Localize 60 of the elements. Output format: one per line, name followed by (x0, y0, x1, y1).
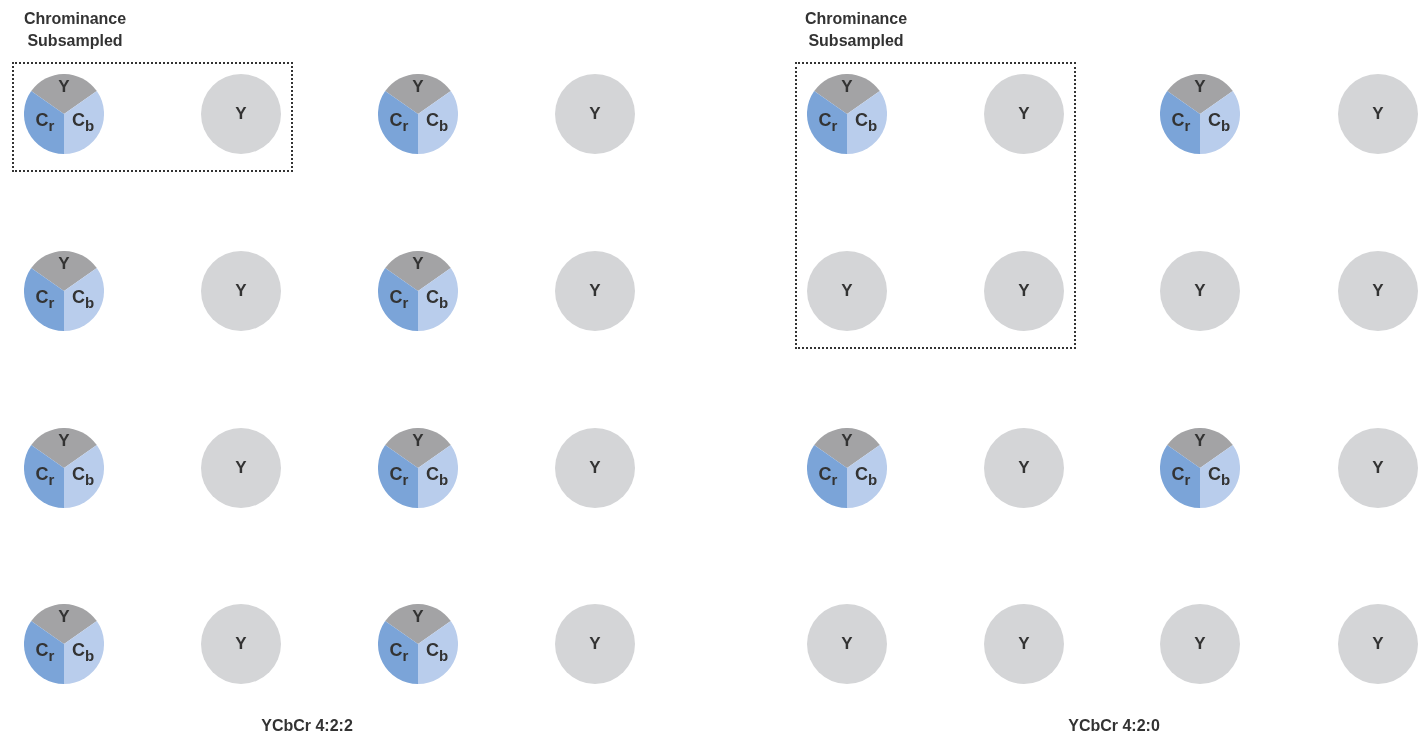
component-label: C$_{b}$ (1207, 465, 1231, 489)
component-label: Y (1372, 105, 1384, 123)
component-label: Y (235, 282, 247, 300)
component-label: Y (412, 78, 424, 96)
component-label: Y (412, 608, 424, 626)
component-label: Y (58, 608, 70, 626)
component-label: Y (1194, 635, 1206, 653)
component-label: C$_{r}$ (35, 288, 55, 312)
component-label: C$_{b}$ (425, 288, 449, 312)
component-label: Y (589, 105, 601, 123)
component-label: Y (841, 78, 853, 96)
component-label: Y (412, 432, 424, 450)
component-label: Y (589, 459, 601, 477)
component-label: C$_{b}$ (425, 111, 449, 135)
component-label: Y (58, 255, 70, 273)
frame-heading: Chrominance Subsampled (22, 9, 128, 51)
component-label: Y (841, 635, 853, 653)
component-label: C$_{r}$ (35, 641, 55, 665)
component-label: Y (1194, 282, 1206, 300)
component-label: C$_{b}$ (71, 288, 95, 312)
panel-caption: YCbCr 4:2:2 (261, 717, 353, 735)
component-label: Y (412, 255, 424, 273)
component-label: Y (589, 635, 601, 653)
component-label: Y (1372, 635, 1384, 653)
component-label: Y (1018, 459, 1030, 477)
component-label: C$_{r}$ (389, 641, 409, 665)
component-label: C$_{r}$ (389, 288, 409, 312)
component-label: C$_{r}$ (35, 465, 55, 489)
component-label: Y (1018, 282, 1030, 300)
component-label: C$_{b}$ (71, 641, 95, 665)
component-label: C$_{r}$ (1171, 111, 1191, 135)
component-label: Y (235, 105, 247, 123)
component-label: C$_{r}$ (389, 465, 409, 489)
component-label: Y (1018, 635, 1030, 653)
component-label: Y (1194, 432, 1206, 450)
panel-caption: YCbCr 4:2:0 (1068, 717, 1160, 735)
component-label: C$_{r}$ (818, 111, 838, 135)
component-label: C$_{b}$ (425, 465, 449, 489)
frame-heading: Chrominance Subsampled (803, 9, 909, 51)
component-label: Y (235, 635, 247, 653)
component-label: C$_{b}$ (854, 465, 878, 489)
component-label: C$_{b}$ (71, 111, 95, 135)
component-label: Y (1194, 78, 1206, 96)
component-label: Y (589, 282, 601, 300)
component-label: Y (841, 282, 853, 300)
component-label: C$_{b}$ (854, 111, 878, 135)
component-label: C$_{r}$ (389, 111, 409, 135)
component-label: C$_{r}$ (818, 465, 838, 489)
component-label: C$_{b}$ (1207, 111, 1231, 135)
component-label: Y (235, 459, 247, 477)
component-label: Y (841, 432, 853, 450)
component-label: C$_{b}$ (425, 641, 449, 665)
component-label: Y (1372, 459, 1384, 477)
component-label: Y (1372, 282, 1384, 300)
component-label: Y (58, 432, 70, 450)
component-label: C$_{r}$ (35, 111, 55, 135)
component-label: C$_{b}$ (71, 465, 95, 489)
component-label: C$_{r}$ (1171, 465, 1191, 489)
component-label: Y (58, 78, 70, 96)
component-label: Y (1018, 105, 1030, 123)
